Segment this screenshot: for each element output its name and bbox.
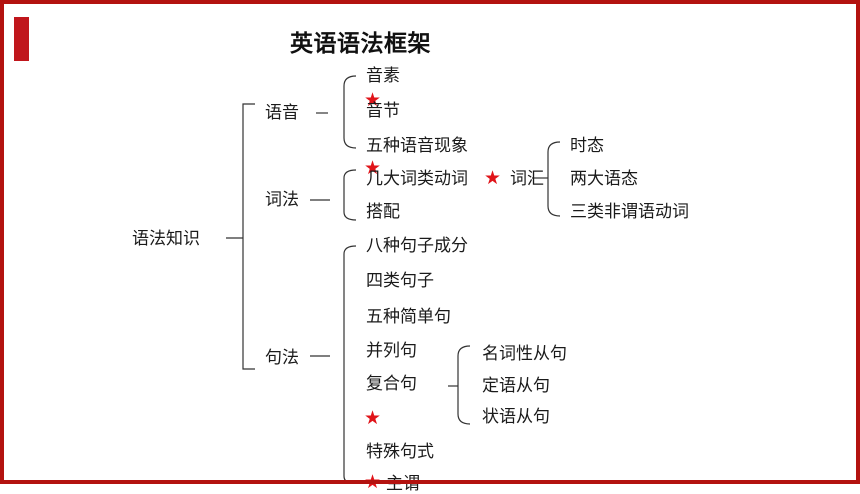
star-icon: ★ xyxy=(364,157,382,179)
syntax-item-3: 五种简单句 xyxy=(366,307,451,327)
clause-item-3: 状语从句 xyxy=(482,407,550,427)
vocab-label: 词汇 xyxy=(510,169,544,189)
morphology-item-1: 几大词类动词 xyxy=(366,169,468,189)
syntax-item-6: 特殊句式 xyxy=(366,442,434,462)
root-label: 语法知识 xyxy=(132,229,200,249)
syntax-label: 句法 xyxy=(265,348,299,368)
bracket-lines xyxy=(226,75,561,484)
verb-item-3: 三类非谓语动词 xyxy=(570,202,689,222)
syntax-item-5: 复合句 xyxy=(366,374,417,394)
page-title: 英语语法框架 xyxy=(290,31,431,57)
title-accent-bar xyxy=(14,17,29,61)
morphology-label: 词法 xyxy=(265,190,299,210)
syntax-item-7: 主谓 xyxy=(386,474,420,494)
syntax-item-4: 并列句 xyxy=(366,341,417,361)
syntax-item-1: 八种句子成分 xyxy=(366,236,468,256)
verb-item-2: 两大语态 xyxy=(570,169,638,189)
bottom-border xyxy=(0,480,860,484)
star-icon: ★ xyxy=(364,89,382,111)
phonetics-item-3: 五种语音现象 xyxy=(366,136,468,156)
phonetics-item-2: 音节 xyxy=(366,101,400,121)
verb-item-1: 时态 xyxy=(570,136,604,156)
star-icon: ★ xyxy=(484,167,502,189)
morphology-item-2: 搭配 xyxy=(366,202,400,222)
phonetics-item-1: 音素 xyxy=(366,66,400,86)
star-icon: ★ xyxy=(364,407,382,429)
syntax-item-2: 四类句子 xyxy=(366,271,434,291)
clause-item-2: 定语从句 xyxy=(482,376,550,396)
phonetics-label: 语音 xyxy=(265,103,299,123)
clause-item-1: 名词性从句 xyxy=(482,344,567,364)
